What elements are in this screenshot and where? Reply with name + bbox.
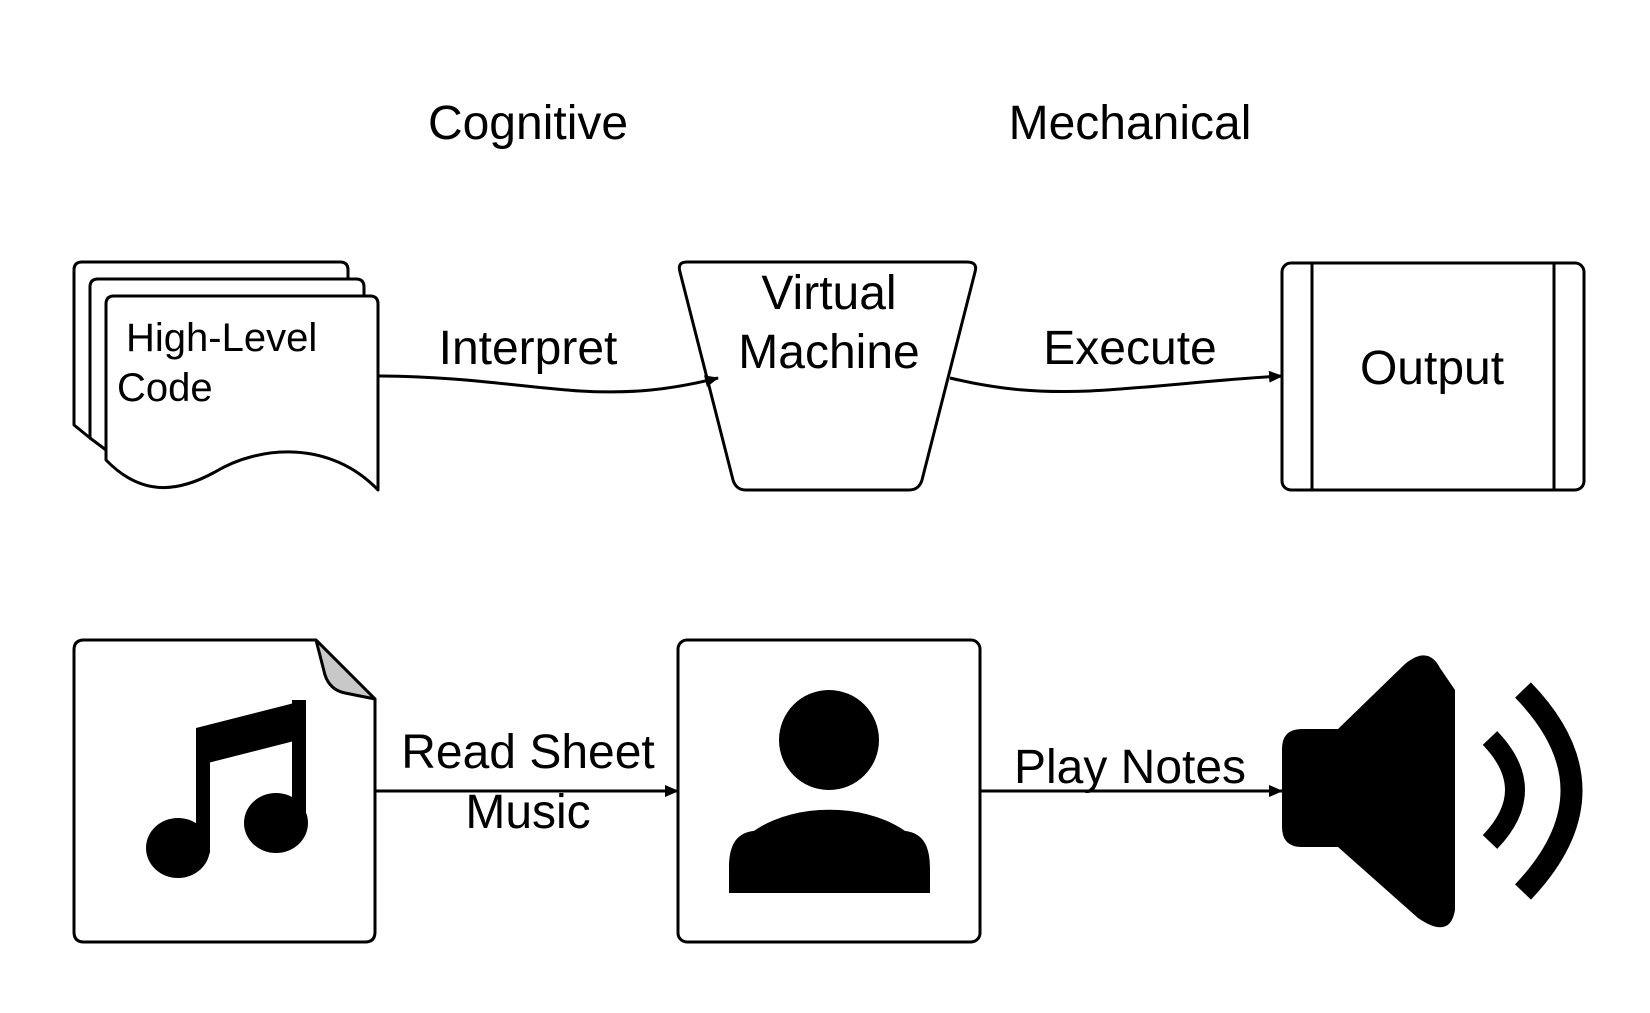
virtual-machine-shape	[677, 260, 978, 492]
read-sheet-music-label-line2: Music	[465, 786, 591, 839]
document-middle-page-left	[88, 287, 108, 452]
high-level-code-label-line1: High-Level	[126, 316, 318, 360]
document-front-page	[104, 294, 380, 492]
high-level-code-document	[72, 260, 380, 492]
interpret-label: Interpret	[438, 322, 618, 375]
play-notes-label: Play Notes	[1013, 741, 1247, 794]
header-mechanical: Mechanical	[1008, 97, 1252, 150]
high-level-code-label-line2: Code	[117, 366, 213, 410]
read-sheet-music-label-line1: Read Sheet	[401, 726, 655, 779]
speaker-icon	[1282, 655, 1583, 928]
execute-connector	[949, 370, 1283, 394]
sheet-music-file	[72, 638, 377, 944]
header-cognitive: Cognitive	[427, 97, 629, 150]
virtual-machine-label-line1: Virtual	[761, 267, 897, 320]
virtual-machine-label-line2: Machine	[738, 326, 920, 379]
file-fold-corner	[314, 638, 377, 701]
person-icon	[729, 690, 930, 893]
interpret-connector	[377, 374, 719, 394]
execute-label: Execute	[1043, 322, 1217, 375]
speaker-outer-wave	[1514, 682, 1583, 900]
output-label: Output	[1359, 342, 1505, 395]
speaker-body	[1282, 655, 1455, 928]
speaker-inner-wave	[1482, 731, 1525, 849]
musician-box	[676, 638, 982, 944]
music-note-icon	[146, 700, 308, 878]
